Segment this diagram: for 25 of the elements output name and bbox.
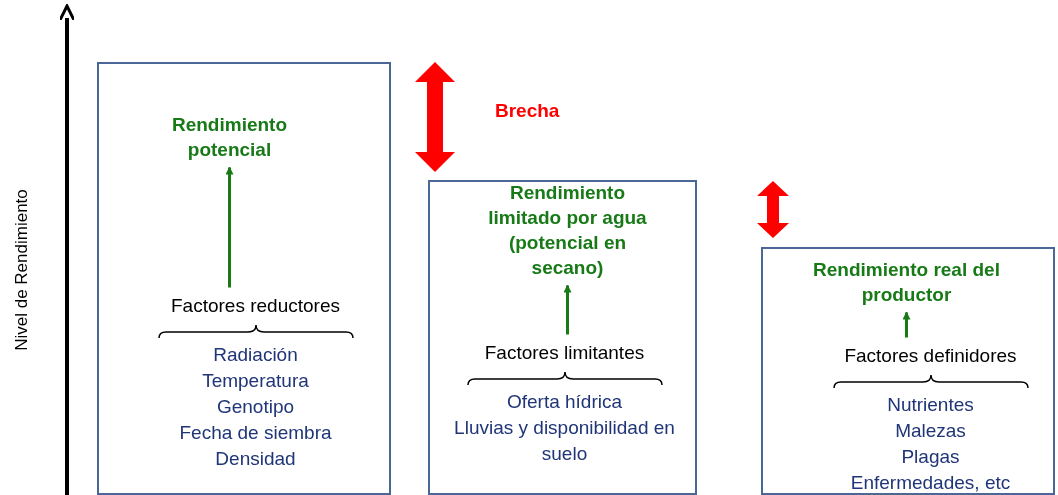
- factor-item: Malezas: [895, 418, 966, 443]
- gap-label: Brecha: [495, 100, 560, 122]
- factor-item: Nutrientes: [887, 392, 974, 417]
- factor-item: Fecha de siembra: [179, 420, 332, 445]
- factor-item: Densidad: [215, 446, 296, 471]
- factor-item: Temperatura: [202, 368, 309, 393]
- panel-box: [97, 62, 391, 495]
- result-label: Rendimiento potencial: [159, 111, 300, 162]
- panel-box: [428, 180, 697, 495]
- factor-item: Genotipo: [216, 394, 295, 419]
- factor-item: Radiación: [213, 342, 298, 367]
- factor-heading: Factores reductores: [171, 293, 340, 318]
- factor-item: Enfermedades, etc: [850, 470, 1011, 495]
- factor-item: Oferta hídrica: [506, 389, 623, 414]
- arrow: [902, 311, 911, 338]
- result-label: Rendimiento real del productor: [799, 256, 1014, 307]
- factor-item: Plagas: [901, 444, 960, 469]
- arrow: [563, 284, 572, 335]
- factor-heading: Factores definidores: [844, 343, 1017, 368]
- panel-box: [761, 247, 1055, 495]
- result-label: Rendimiento limitado por agua (potencial en secano): [477, 179, 658, 280]
- factor-item: Lluvias y disponibilidad en suelo: [453, 415, 676, 466]
- axis-label: Nivel de Rendimiento: [12, 189, 32, 351]
- factor-heading: Factores limitantes: [484, 340, 645, 365]
- arrow: [225, 166, 234, 288]
